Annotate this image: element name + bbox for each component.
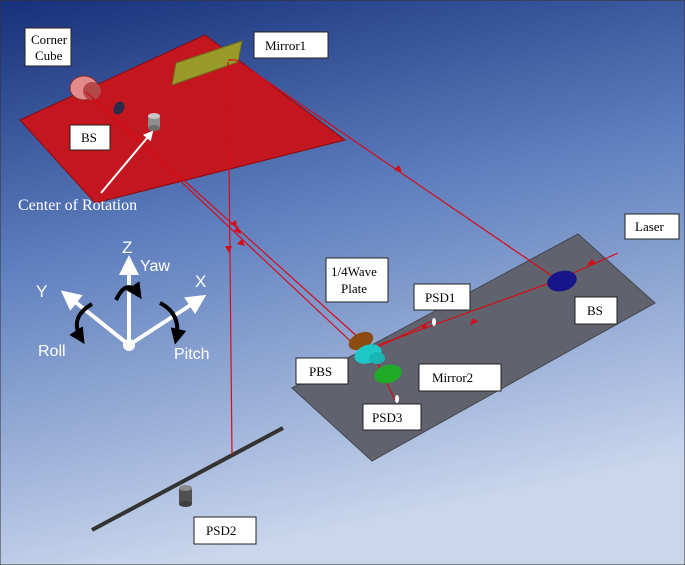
svg-text:Mirror1: Mirror1 [265,38,306,53]
svg-text:PSD2: PSD2 [206,523,236,538]
svg-text:BS: BS [81,130,97,145]
svg-text:PBS: PBS [309,364,332,379]
axis-z-label: Z [122,238,132,257]
center-of-rotation-label: Center of Rotation [18,197,137,214]
roll-label: Roll [38,343,66,360]
label-bs-right: BS [574,296,618,325]
svg-text:Plate: Plate [341,281,367,296]
svg-text:Laser: Laser [635,219,665,234]
pitch-label: Pitch [174,346,210,363]
label-laser: Laser [624,213,680,240]
svg-text:PSD1: PSD1 [425,290,455,305]
psd1-element [432,318,436,326]
psd2-element [179,485,192,507]
label-pbs: PBS [295,357,349,385]
label-corner-cube: Corner Cube [24,27,72,67]
svg-text:Cube: Cube [35,48,63,63]
center-of-rotation-arrow [100,130,154,194]
psd2-rail [91,426,284,532]
label-psd2: PSD2 [193,516,257,545]
mirror2-element [374,364,402,384]
roll-rotation-arrow [69,302,94,345]
red-platform [19,34,347,204]
label-psd3: PSD3 [362,403,422,431]
yaw-label: Yaw [140,258,170,275]
svg-text:Corner: Corner [31,32,68,47]
psd3-element [395,395,399,403]
axis-y-label: Y [36,282,47,301]
laser-beams [85,59,619,456]
svg-text:BS: BS [587,303,603,318]
svg-text:1/4Wave: 1/4Wave [331,264,377,279]
axis-x-label: X [195,272,206,291]
corner-cube-element [69,75,101,101]
coordinate-frame: Z Y X Yaw Roll Pitch [36,238,210,363]
label-psd1: PSD1 [413,283,471,311]
svg-text:PSD3: PSD3 [372,410,402,425]
bs-top-element [113,101,125,115]
pbs-element-front [369,352,385,364]
bs-right-element [547,270,577,292]
yaw-rotation-arrow [114,281,142,301]
label-quarter-wave-plate: 1/4Wave Plate [325,257,389,303]
label-mirror1: Mirror1 [253,31,329,59]
label-mirror2: Mirror2 [418,363,502,392]
label-bs-top: BS [69,124,111,151]
pitch-rotation-arrow [159,301,187,345]
center-of-rotation-marker [148,113,160,131]
svg-text:Mirror2: Mirror2 [432,370,473,385]
